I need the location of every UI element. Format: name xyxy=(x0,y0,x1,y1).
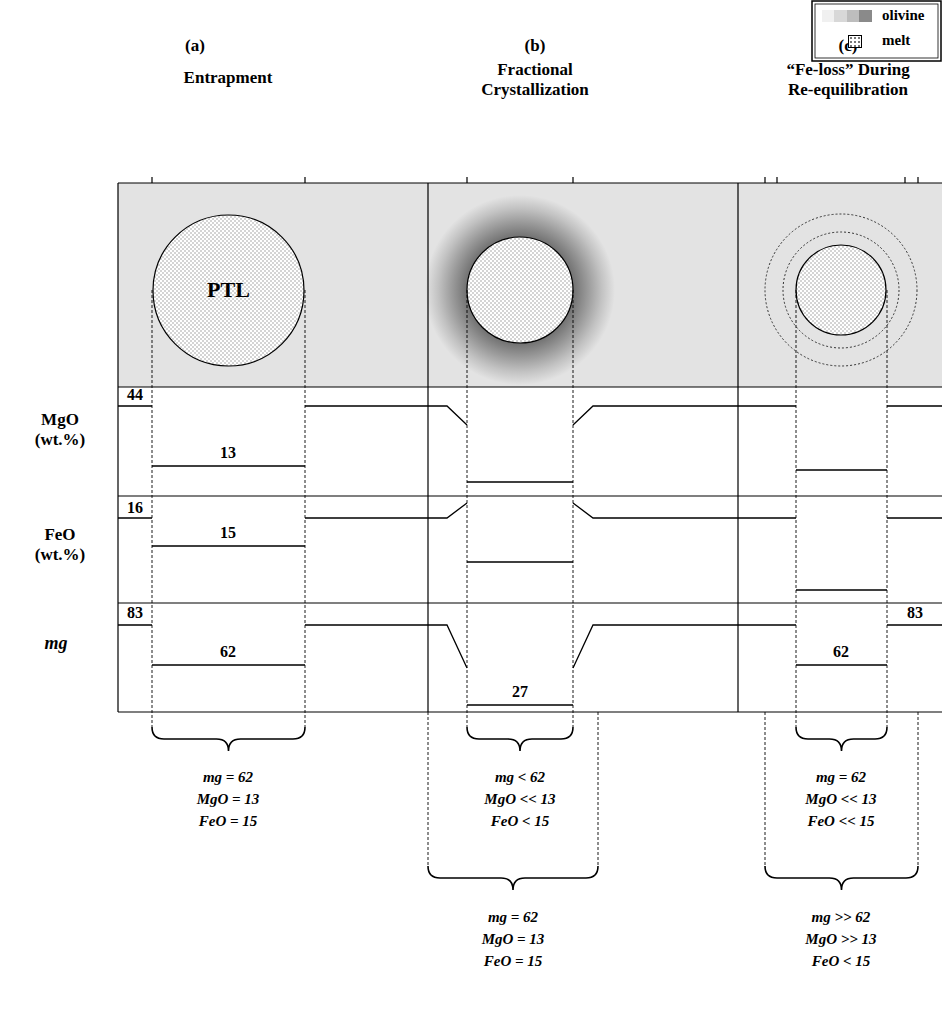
panel-letter: (a) xyxy=(185,36,205,56)
summary-text: mg < 62 xyxy=(495,769,545,786)
node-label: PTL xyxy=(207,277,250,303)
panel-title: “Fe-loss” During Re-equilibration xyxy=(773,60,923,99)
value-label: 13 xyxy=(220,444,236,462)
legend-text: olivine xyxy=(882,7,925,24)
value-label: 83 xyxy=(907,604,923,622)
value-label: 62 xyxy=(833,643,849,661)
row-label: FeO (wt.%) xyxy=(25,525,95,564)
panel-title: Entrapment xyxy=(184,68,273,88)
panel-letter: (b) xyxy=(525,36,546,56)
legend-text: melt xyxy=(882,32,910,49)
summary-text: mg = 62 xyxy=(816,769,866,786)
summary-text: FeO << 15 xyxy=(807,813,874,830)
value-label: 27 xyxy=(512,683,528,701)
summary-text: MgO = 13 xyxy=(197,791,260,808)
summary-text: MgO << 13 xyxy=(484,791,555,808)
summary-text: FeO < 15 xyxy=(491,813,550,830)
value-label: 83 xyxy=(127,604,143,622)
summary-text: FeO < 15 xyxy=(812,953,871,970)
value-label: 16 xyxy=(127,499,143,517)
summary-text: mg = 62 xyxy=(488,909,538,926)
summary-text: mg >> 62 xyxy=(812,909,871,926)
summary-text: FeO = 15 xyxy=(199,813,258,830)
value-label: 62 xyxy=(220,643,236,661)
panel-title: Fractional Crystallization xyxy=(460,60,610,99)
value-label: 15 xyxy=(220,524,236,542)
melt-swatch xyxy=(848,35,862,48)
value-label: 44 xyxy=(127,386,143,404)
summary-text: MgO >> 13 xyxy=(805,931,876,948)
summary-text: FeO = 15 xyxy=(484,953,543,970)
melt-inclusion: PTL xyxy=(152,214,305,367)
row-label: MgO (wt.%) xyxy=(25,410,95,449)
row-label: mg xyxy=(44,633,67,654)
summary-text: mg = 62 xyxy=(203,769,253,786)
summary-text: MgO << 13 xyxy=(805,791,876,808)
summary-text: MgO = 13 xyxy=(482,931,545,948)
olivine-swatch xyxy=(822,10,872,22)
